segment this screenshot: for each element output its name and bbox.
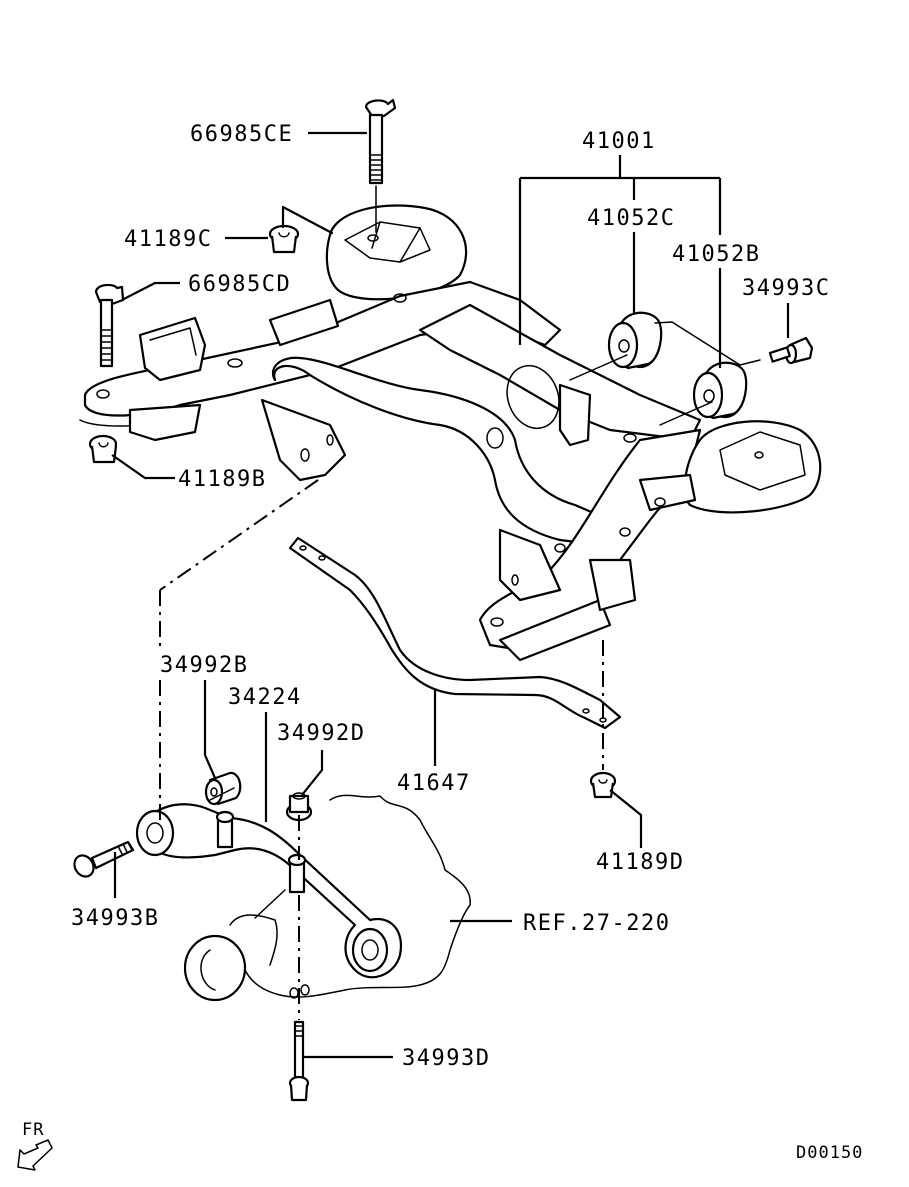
diff-support-member-34224	[135, 803, 403, 979]
bushing-41052B	[692, 361, 748, 420]
label-41001: 41001	[582, 129, 656, 154]
label-34993C: 34993C	[742, 276, 830, 301]
label-41052B: 41052B	[672, 242, 760, 267]
nut-41189B	[88, 434, 118, 464]
bolt-66985CE	[364, 98, 397, 233]
bushing-41052C	[607, 311, 663, 370]
bolt-34993C	[768, 336, 814, 365]
bolt-34993D	[288, 1020, 310, 1102]
label-41189D: 41189D	[596, 850, 684, 875]
nut-41189D	[589, 771, 617, 799]
label-41189C: 41189C	[124, 227, 212, 252]
bolt-34993B	[73, 840, 135, 878]
front-direction-indicator: FR	[17, 1120, 53, 1171]
nut-41189C	[268, 205, 334, 254]
front-arrow-icon	[17, 1139, 53, 1171]
part-labels: 66985CE 41189C 66985CD 41001 41052C 4105…	[71, 122, 830, 1071]
differential-carrier-outline	[183, 794, 471, 1002]
label-34993B: 34993B	[71, 906, 159, 931]
label-66985CE: 66985CE	[190, 122, 293, 147]
label-66985CD: 66985CD	[188, 272, 291, 297]
label-34992D: 34992D	[277, 721, 365, 746]
alignment-lines	[159, 479, 604, 1020]
crossmember-assembly	[79, 204, 822, 662]
leader-lines	[111, 131, 790, 1059]
label-41647: 41647	[397, 771, 471, 796]
label-41189B: 41189B	[178, 467, 266, 492]
brace-bar-41647	[288, 536, 622, 730]
label-41052C: 41052C	[587, 206, 675, 231]
label-34993D: 34993D	[402, 1046, 490, 1071]
nut-34992D	[285, 792, 313, 822]
label-ref-27-220: REF.27-220	[523, 911, 670, 936]
fr-label: FR	[22, 1120, 44, 1140]
drawing-code: D00150	[796, 1143, 863, 1163]
label-34224: 34224	[228, 685, 302, 710]
bolt-66985CD	[94, 283, 125, 368]
label-34992B: 34992B	[160, 653, 248, 678]
